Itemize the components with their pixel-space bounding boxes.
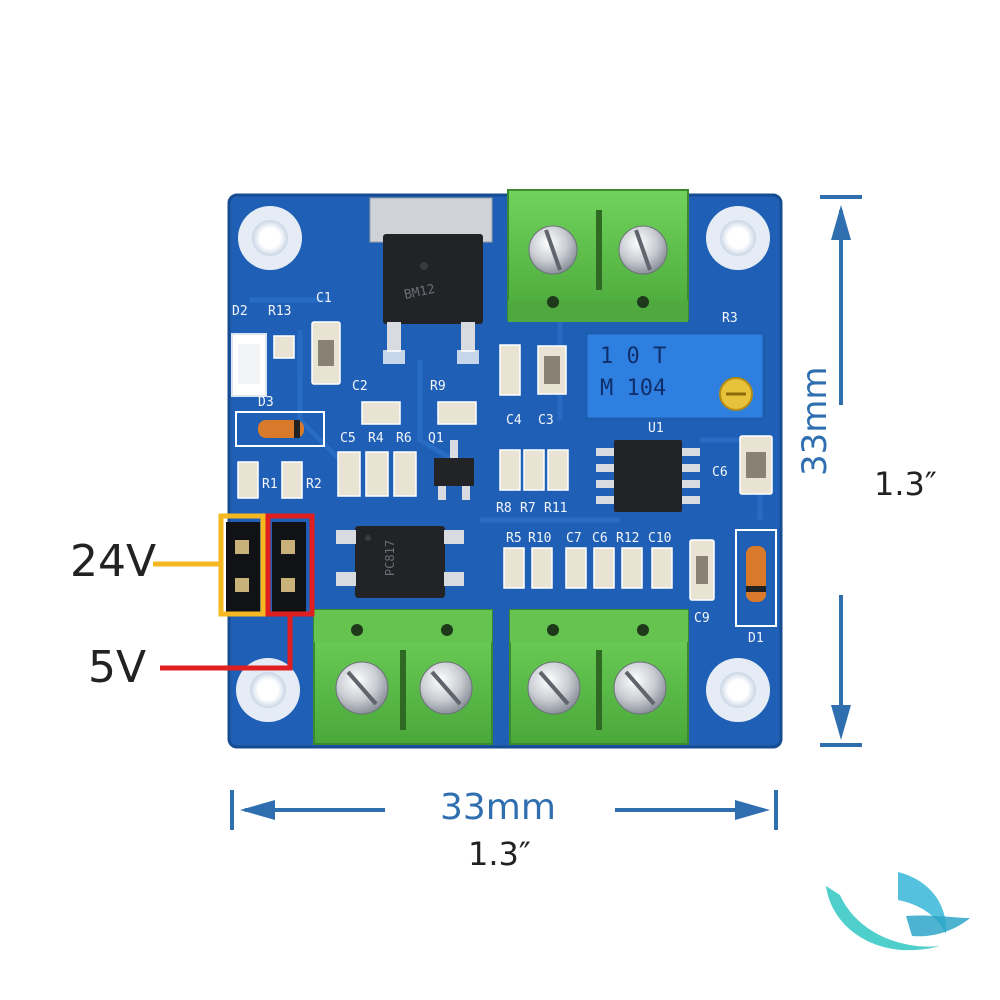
optocoupler [336, 526, 464, 598]
led-d2 [231, 333, 267, 397]
potentiometer [584, 331, 766, 421]
callout-5v [160, 513, 315, 671]
silkscreen-c5: C5 [340, 431, 356, 446]
mounting-hole-br [706, 658, 770, 722]
silkscreen-r7: R7 [520, 501, 536, 516]
bird-swoosh-logo [826, 872, 970, 951]
dimension-width-in: 1.3″ [468, 835, 531, 873]
silkscreen-c9: C9 [694, 611, 710, 626]
optocoupler-marking: PC817 [383, 539, 398, 577]
terminal-block-bottom-left [313, 609, 493, 745]
terminal-block-bottom-right [509, 609, 689, 745]
mounting-hole-tr [706, 206, 770, 270]
silkscreen-d2: D2 [232, 304, 248, 319]
silkscreen-d1: D1 [748, 631, 764, 646]
dimension-height-mm: 33mm [795, 366, 835, 476]
silkscreen-q1: Q1 [428, 431, 444, 446]
silkscreen-r4: R4 [368, 431, 384, 446]
terminal-block-top [507, 189, 689, 322]
jumper-header-5v [272, 522, 306, 612]
silkscreen-d3: D3 [258, 395, 274, 410]
jumper-header-24v [226, 522, 260, 612]
silkscreen-c1: C1 [316, 291, 332, 306]
silkscreen-r6: R6 [396, 431, 412, 446]
silkscreen-r3: R3 [722, 311, 738, 326]
silkscreen-r2: R2 [306, 477, 322, 492]
dimension-height-in: 1.3″ [874, 465, 937, 503]
diode-d1 [735, 529, 777, 627]
ic-u1 [596, 440, 700, 512]
diode-d3 [235, 411, 325, 447]
silkscreen-r12: R12 [616, 531, 640, 546]
dimension-horizontal [230, 790, 778, 830]
silkscreen-r9: R9 [430, 379, 446, 394]
silkscreen-r8: R8 [496, 501, 512, 516]
mounting-hole-tl [238, 206, 302, 270]
dimension-vertical [820, 195, 862, 747]
callout-24v [153, 513, 266, 617]
potentiometer-marking-bottom: M 104 [600, 376, 667, 401]
silkscreen-c4: C4 [506, 413, 522, 428]
silkscreen-c6-lower: C6 [592, 531, 608, 546]
silkscreen-c2: C2 [352, 379, 368, 394]
silkscreen-c3: C3 [538, 413, 554, 428]
silkscreen-r13: R13 [268, 304, 292, 319]
silkscreen-c7: C7 [566, 531, 582, 546]
silkscreen-r11: R11 [544, 501, 568, 516]
silkscreen-u1: U1 [648, 421, 664, 436]
silkscreen-r5: R5 [506, 531, 522, 546]
transistor-q1 [434, 440, 474, 500]
silkscreen-r10: R10 [528, 531, 552, 546]
label-5v: 5V [88, 642, 147, 693]
dimension-width-mm: 33mm [440, 787, 556, 828]
smd-components [237, 321, 773, 601]
mounting-hole-bl [236, 658, 300, 722]
potentiometer-marking-top: 1 0 T [600, 344, 667, 369]
voltage-regulator [369, 197, 493, 364]
silkscreen-c6: C6 [712, 465, 728, 480]
label-24v: 24V [70, 536, 157, 587]
silkscreen-r1: R1 [262, 477, 278, 492]
silkscreen-c10: C10 [648, 531, 672, 546]
